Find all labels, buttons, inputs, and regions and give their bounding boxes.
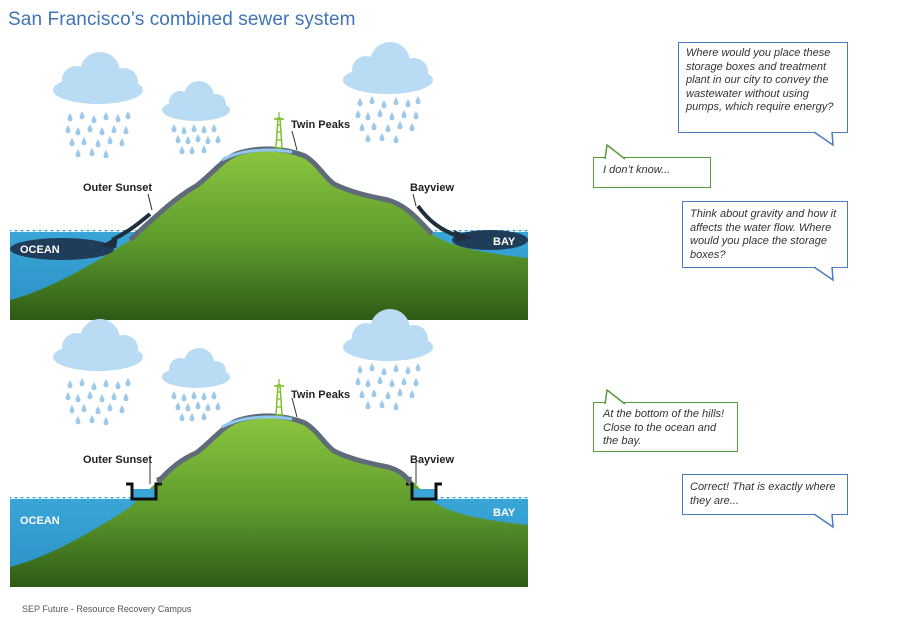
cloud-icon xyxy=(162,81,230,121)
student-bubble: At the bottom of the hills! Close to the… xyxy=(593,402,738,452)
storage-box-east xyxy=(406,482,442,501)
rain-icon xyxy=(356,96,421,143)
radio-tower-icon xyxy=(273,111,285,149)
ocean-label: OCEAN xyxy=(20,244,60,256)
rain-icon xyxy=(172,391,221,421)
cloud-icon xyxy=(53,319,143,371)
teacher-bubble: Correct! That is exactly where they are.… xyxy=(682,474,848,515)
ocean-outfall xyxy=(10,238,114,260)
bubble-text: I don’t know... xyxy=(603,164,671,176)
bubble-text: Think about gravity and how it affects t… xyxy=(690,208,837,261)
radio-tower-icon xyxy=(273,378,285,416)
peak-label: Twin Peaks xyxy=(291,119,350,131)
flow-arrow-east xyxy=(416,204,459,238)
footer-text: SEP Future - Resource Recovery Campus xyxy=(22,604,192,614)
hill xyxy=(10,415,528,587)
bay-outfall xyxy=(452,230,528,250)
bubble-tail xyxy=(813,266,834,282)
teacher-bubble: Where would you place these storage boxe… xyxy=(678,42,848,133)
bubble-tail xyxy=(813,513,834,529)
rain-icon xyxy=(66,111,131,158)
bay-label: BAY xyxy=(493,507,516,519)
rain-icon xyxy=(172,124,221,154)
bubble-tail xyxy=(604,389,626,405)
diagram-top: Twin Peaks Outer Sunset Bayview OCEAN BA… xyxy=(10,42,538,320)
west-label: Outer Sunset xyxy=(83,454,152,466)
bubble-text: Correct! That is exactly where they are.… xyxy=(690,481,836,507)
hill xyxy=(10,148,528,320)
page-title: San Francisco’s combined sewer system xyxy=(8,9,356,30)
cloud-icon xyxy=(53,52,143,104)
rain-icon xyxy=(66,378,131,425)
bubble-tail xyxy=(813,131,834,147)
bubble-tail xyxy=(604,144,626,160)
storage-box-west xyxy=(126,482,162,501)
diagram-bottom: Twin Peaks Outer Sunset Bayview OCEAN BA… xyxy=(10,309,538,587)
cloud-icon xyxy=(343,42,433,94)
bay-label: BAY xyxy=(493,236,516,248)
east-label: Bayview xyxy=(410,454,454,466)
sewer-pipe xyxy=(156,413,412,484)
bubble-text: Where would you place these storage boxe… xyxy=(686,47,834,113)
teacher-bubble: Think about gravity and how it affects t… xyxy=(682,201,848,268)
rain-icon xyxy=(356,363,421,410)
peak-label: Twin Peaks xyxy=(291,389,350,401)
west-label: Outer Sunset xyxy=(83,182,152,194)
sewer-pipe xyxy=(128,146,434,242)
student-bubble: I don’t know... xyxy=(593,157,711,188)
east-label: Bayview xyxy=(410,182,454,194)
ocean-label: OCEAN xyxy=(20,515,60,527)
cloud-icon xyxy=(162,348,230,388)
bubble-text: At the bottom of the hills! Close to the… xyxy=(603,408,725,447)
